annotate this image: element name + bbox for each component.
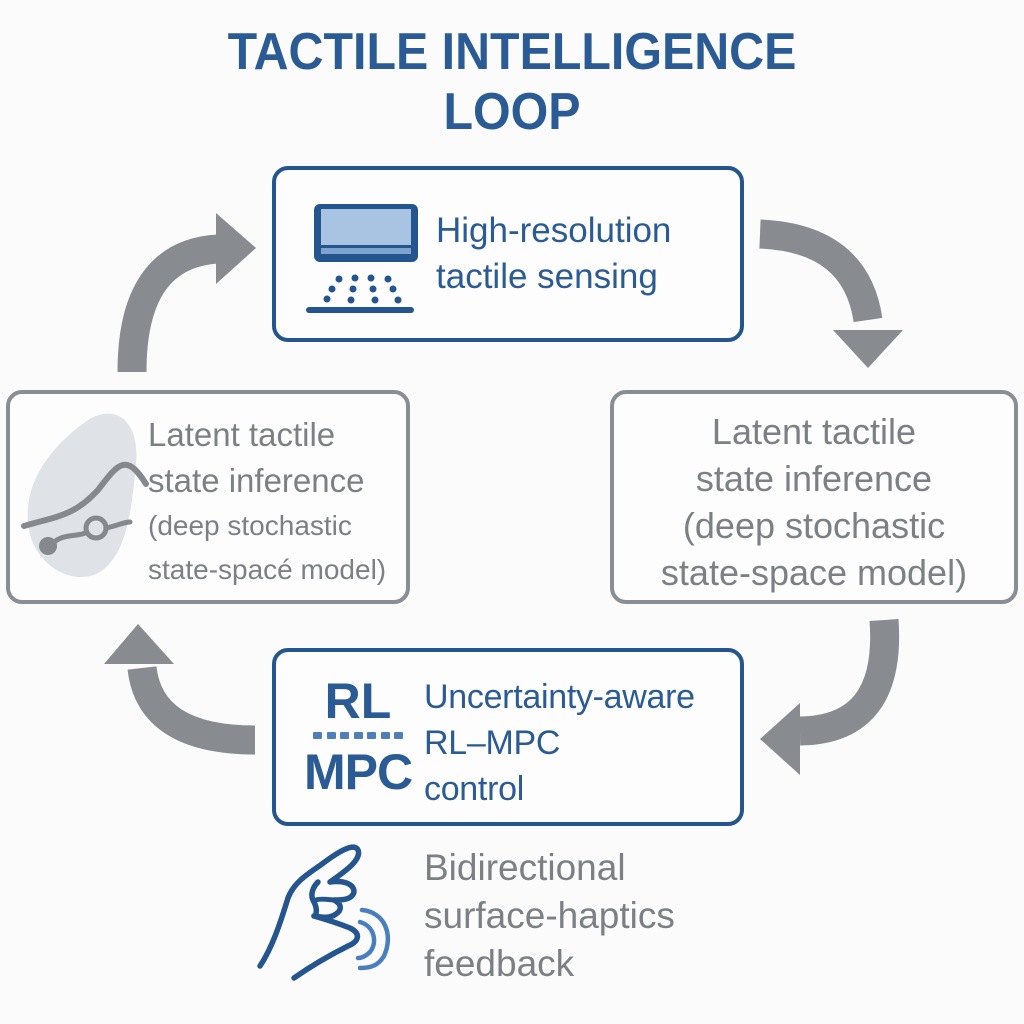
- badge-divider: [313, 732, 403, 740]
- feedback-line-3: feedback: [424, 943, 575, 984]
- latent-right-line-4: state-space model): [660, 552, 968, 593]
- sensing-label-line-2: tactile sensing: [436, 257, 658, 296]
- latent-left-line-4: state-spacé model): [148, 554, 387, 585]
- control-label: Uncertainty-aware RL–MPC control: [424, 674, 695, 812]
- latent-manifold-icon: [21, 413, 149, 578]
- control-line-3: control: [424, 770, 524, 808]
- latent-left-line-2: state inference: [148, 462, 365, 499]
- node-latent-inference-left: Latent tactile state inference (deep sto…: [6, 390, 410, 604]
- control-line-2: RL–MPC: [424, 724, 561, 762]
- tactile-sensor-icon: [306, 204, 418, 313]
- badge-rl: RL: [324, 673, 392, 729]
- badge-mpc: MPC: [303, 744, 413, 800]
- diagram-title: TACTILE INTELLIGENCE LOOP: [36, 22, 988, 142]
- latent-right-label: Latent tactile state inference (deep sto…: [614, 408, 1014, 596]
- latent-right-line-1: Latent tactile: [711, 411, 917, 452]
- latent-left-label: Latent tactile state inference (deep sto…: [148, 412, 386, 592]
- arrow-inference-to-sensing: [117, 213, 256, 373]
- latent-right-line-2: state inference: [695, 458, 933, 499]
- arrow-inference-to-control: [760, 618, 900, 775]
- title-line-2: LOOP: [443, 83, 581, 141]
- feedback-line-1: Bidirectional: [424, 847, 626, 888]
- node-latent-inference-right: Latent tactile state inference (deep sto…: [610, 390, 1018, 604]
- arrow-sensing-to-inference: [759, 219, 903, 368]
- haptic-hand-icon: [257, 844, 391, 981]
- node-rl-mpc-control: RL MPC Uncertainty-aware RL–MPC control: [272, 648, 744, 826]
- control-line-1: Uncertainty-aware: [424, 678, 695, 716]
- sensing-label: High-resolution tactile sensing: [436, 208, 671, 300]
- latent-left-line-1: Latent tactile: [148, 416, 336, 453]
- feedback-label: Bidirectional surface-haptics feedback: [424, 844, 675, 988]
- feedback-line-2: surface-haptics: [424, 895, 675, 936]
- title-line-1: TACTILE INTELLIGENCE: [227, 23, 797, 81]
- node-tactile-sensing: High-resolution tactile sensing: [272, 166, 744, 342]
- arrow-control-to-inference: [104, 624, 256, 755]
- latent-left-line-3: (deep stochastic: [148, 510, 352, 541]
- latent-right-line-3: (deep stochastic: [682, 505, 946, 546]
- rl-mpc-badge-icon: RL MPC: [298, 676, 418, 800]
- sensing-label-line-1: High-resolution: [436, 211, 672, 250]
